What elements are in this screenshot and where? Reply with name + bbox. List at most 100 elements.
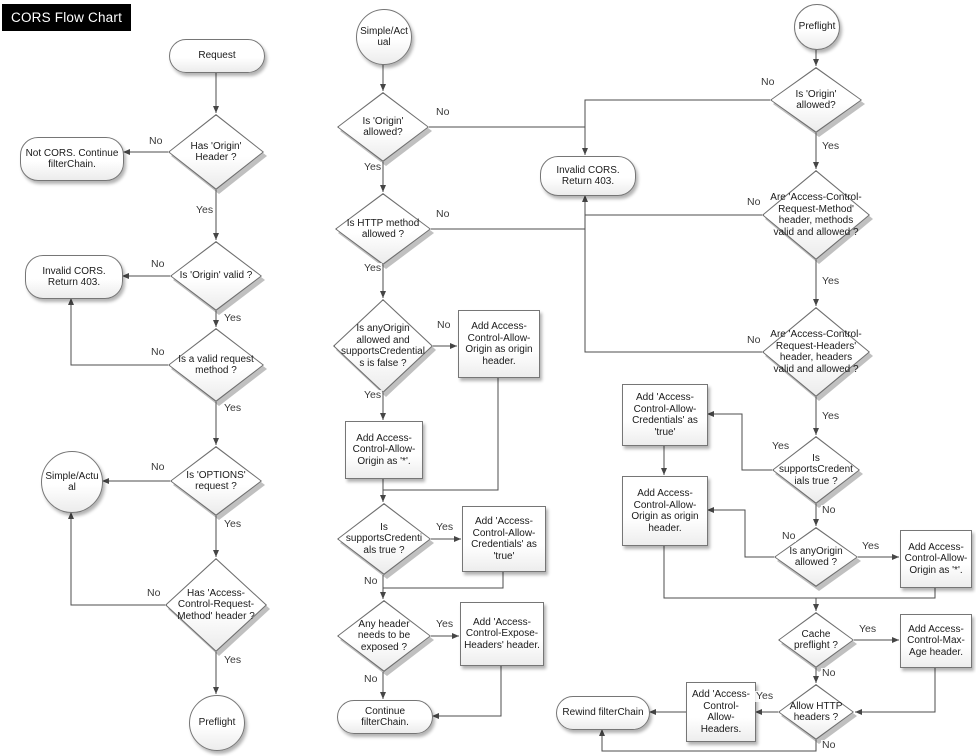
edge-label-yes: Yes: [755, 690, 775, 702]
edge-label-yes: Yes: [195, 204, 215, 216]
edge-label-no: No: [150, 258, 166, 270]
edge-label-no: No: [150, 461, 166, 473]
terminator-continue-filterchain: Continue filterChain.: [337, 700, 433, 734]
terminator-preflight-top: Preflight: [794, 4, 840, 50]
node-label: Add Access-Control-Allow-Origin as '*'.: [904, 541, 968, 576]
decision-sa-method-allowed: Is HTTP method allowed ?: [335, 193, 434, 269]
node-label: Simple/Actual: [45, 470, 99, 494]
node-label: Simple/Actual: [360, 25, 408, 49]
edge-label-yes: Yes: [223, 654, 243, 666]
edge-label-no: No: [363, 575, 379, 587]
node-label: Add 'Access-Control-Allow-Credentials' a…: [471, 516, 537, 562]
node-label: Add 'Access-Control-Expose-Headers' head…: [464, 616, 540, 651]
edge-label-yes: Yes: [821, 140, 841, 152]
edge-label-no: No: [781, 530, 797, 542]
node-label: Has 'Origin' Header ?: [190, 140, 242, 164]
node-label: Is 'Origin' allowed?: [362, 115, 404, 139]
node-label: Preflight: [198, 717, 236, 729]
edge-label-no: No: [148, 135, 164, 147]
terminator-preflight-left: Preflight: [189, 695, 245, 751]
node-label: Any header needs to be exposed ?: [357, 618, 411, 653]
node-label: Allow HTTP headers ?: [789, 700, 843, 724]
edge-label-no: No: [746, 334, 762, 346]
decision-pf-acrm-valid: Are 'Access-Control-Request-Method' head…: [762, 170, 873, 264]
decision-is-options-request: Is 'OPTIONS' request ?: [170, 446, 265, 520]
node-label: Cache preflight ?: [794, 628, 838, 652]
decision-pf-allow-http-headers: Allow HTTP headers ?: [778, 684, 857, 744]
decision-pf-cache-preflight: Cache preflight ?: [778, 612, 857, 672]
node-label: Rewind filterChain: [562, 707, 644, 719]
node-label: Add Access-Control-Allow-Origin as origi…: [631, 488, 699, 534]
node-label: Are 'Access-Control-Request-Headers' hea…: [770, 329, 862, 375]
edge-label-yes: Yes: [223, 518, 243, 530]
node-label: Has 'Access-Control-Request-Method' head…: [177, 587, 255, 622]
terminator-simple-actual-top: Simple/Actual: [356, 9, 412, 65]
edge-label-no: No: [146, 587, 162, 599]
node-label: Is supportsCredentials true ?: [345, 521, 423, 556]
node-label: Add 'Access-Control-Allow-Credentials' a…: [632, 392, 698, 438]
node-label: Is 'Origin' valid ?: [179, 270, 253, 282]
terminator-invalid-cors-mid: Invalid CORS. Return 403.: [540, 156, 636, 196]
node-label: Is a valid request method ?: [178, 353, 254, 377]
edge-label-no: No: [760, 76, 776, 88]
node-label: Is HTTP method allowed ?: [346, 217, 420, 241]
node-label: Add Access-Control-Allow-Origin as origi…: [465, 321, 533, 367]
edge-label-yes: Yes: [363, 161, 383, 173]
node-label: Add 'Access-Control-Allow-Headers.: [691, 689, 751, 735]
process-pf-add-origin-star: Add Access-Control-Allow-Origin as '*'.: [900, 530, 972, 588]
decision-pf-acrh-valid: Are 'Access-Control-Request-Headers' hea…: [762, 307, 873, 401]
node-label: Is anyOrigin allowed and supportsCredent…: [341, 323, 425, 369]
node-label: Request: [198, 50, 236, 62]
process-pf-add-credentials: Add 'Access-Control-Allow-Credentials' a…: [622, 384, 708, 446]
process-sa-add-origin-star: Add Access-Control-Allow-Origin as '*'.: [345, 421, 423, 479]
edge-label-no: No: [821, 504, 837, 516]
edge-label-yes: Yes: [858, 623, 878, 635]
edge-label-no: No: [746, 196, 762, 208]
edge-label-yes: Yes: [821, 275, 841, 287]
node-label: Is supportsCredentials true ?: [779, 452, 853, 487]
node-label: Invalid CORS. Return 403.: [42, 265, 106, 289]
process-sa-add-credentials: Add 'Access-Control-Allow-Credentials' a…: [462, 506, 546, 572]
decision-is-origin-valid: Is 'Origin' valid ?: [170, 241, 265, 315]
edge-label-no: No: [435, 106, 451, 118]
node-label: Is anyOrigin allowed ?: [789, 545, 843, 569]
edge-label-yes: Yes: [363, 262, 383, 274]
edge-label-yes: Yes: [861, 540, 881, 552]
decision-pf-supports-credentials: Is supportsCredentials true ?: [772, 436, 863, 508]
edge-label-no: No: [436, 319, 452, 331]
terminator-rewind-filterchain: Rewind filterChain: [556, 696, 650, 730]
edge-label-no: No: [435, 208, 451, 220]
edge-label-yes: Yes: [435, 521, 455, 533]
edge-label-yes: Yes: [223, 402, 243, 414]
process-pf-add-allow-headers: Add 'Access-Control-Allow-Headers.: [686, 682, 756, 742]
decision-sa-expose-headers: Any header needs to be exposed ?: [337, 600, 434, 676]
node-label: Add Access-Control-Max-Age header.: [907, 623, 965, 658]
decision-sa-supports-credentials: Is supportsCredentials true ?: [337, 503, 434, 579]
decision-valid-request-method: Is a valid request method ?: [168, 328, 267, 406]
edge-label-no: No: [363, 673, 379, 685]
edge-label-no: No: [821, 739, 837, 751]
decision-has-origin-header: Has 'Origin' Header ?: [168, 114, 267, 194]
edge-label-no: No: [821, 667, 837, 679]
edge-label-yes: Yes: [821, 410, 841, 422]
node-label: Add Access-Control-Allow-Origin as '*'.: [352, 432, 416, 467]
decision-has-acrm-header: Has 'Access-Control-Request-Method' head…: [165, 558, 270, 656]
chart-title: CORS Flow Chart: [2, 4, 132, 31]
terminator-simple-actual-left: Simple/Actual: [41, 451, 103, 513]
node-label: Is 'Origin' allowed?: [795, 88, 837, 112]
edge-label-yes: Yes: [435, 618, 455, 630]
node-label: Preflight: [798, 21, 836, 33]
node-label: Invalid CORS. Return 403.: [556, 164, 620, 188]
terminator-not-cors: Not CORS. Continue filterChain.: [20, 137, 124, 181]
decision-sa-anyorigin-credentials: Is anyOrigin allowed and supportsCredent…: [333, 299, 436, 397]
node-label: Not CORS. Continue filterChain.: [25, 147, 119, 171]
node-label: Are 'Access-Control-Request-Method' head…: [770, 192, 862, 238]
edge-label-no: No: [150, 346, 166, 358]
node-label: Is 'OPTIONS' request ?: [186, 469, 246, 493]
process-sa-add-origin-header: Add Access-Control-Allow-Origin as origi…: [458, 310, 540, 378]
terminator-request: Request: [169, 39, 265, 73]
edge-label-yes: Yes: [771, 440, 791, 452]
process-pf-add-origin-header: Add Access-Control-Allow-Origin as origi…: [622, 476, 708, 546]
